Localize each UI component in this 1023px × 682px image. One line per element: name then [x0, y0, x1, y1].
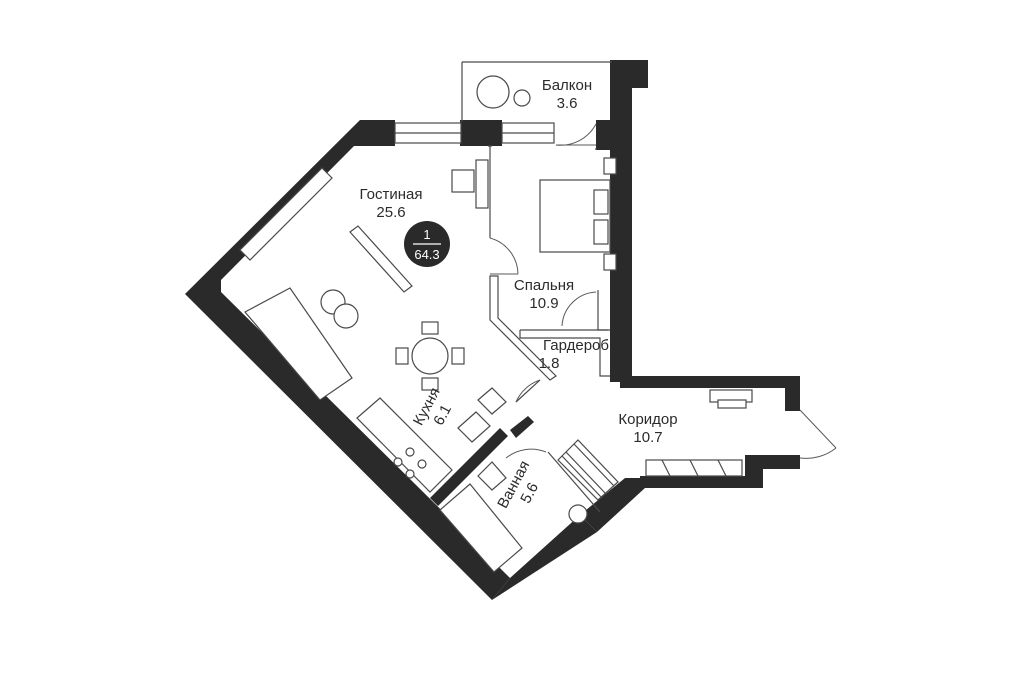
wardrobe-door: [561, 291, 597, 327]
top-wall-segment: [460, 120, 502, 146]
utility-shelf-icon: [557, 439, 619, 501]
total-area: 64.3: [414, 247, 439, 262]
balcony-door: [555, 123, 597, 146]
furniture: [244, 75, 753, 573]
pillow-icon-2: [593, 219, 609, 245]
balcony-stool-icon: [513, 89, 531, 107]
room-area-balcony: 3.6: [557, 95, 578, 112]
fridge-icon: [477, 387, 507, 415]
desk-chair-icon: [451, 169, 475, 193]
room-name-bedroom: Спальня: [514, 277, 574, 294]
room-area-living: 25.6: [376, 204, 405, 221]
entrance-door: [799, 409, 837, 459]
outer-wall-corridor-bottom: [580, 478, 645, 532]
room-area-wardrobe: 1.8: [539, 355, 560, 372]
pillow-icon: [593, 189, 609, 215]
dining-chair-icon: [395, 347, 409, 365]
rooms-count: 1: [423, 227, 430, 242]
balcony-right-post: [596, 120, 612, 150]
sofa-icon: [244, 287, 353, 401]
nightstand-icon-2: [603, 253, 617, 271]
stove-burner-icon: [417, 459, 427, 469]
room-area-bedroom: 10.9: [529, 295, 558, 312]
room-name-balcony: Балкон: [542, 77, 592, 94]
corridor-step-wall-2: [760, 455, 800, 469]
room-name-wardrobe: Гардероб: [543, 337, 609, 354]
corridor-bench-icon: [717, 399, 747, 409]
living-bedroom-partition: [488, 145, 492, 238]
bathroom-door: [505, 448, 547, 459]
pouf-icon-2: [333, 303, 359, 329]
kitchen-counter-icon: [356, 397, 453, 493]
window-living-diagonal: [239, 167, 333, 261]
sink-icon: [457, 411, 491, 443]
desk-icon: [475, 159, 489, 209]
stove-burner-icon: [405, 447, 415, 457]
dining-chair-icon: [421, 321, 439, 335]
outer-wall-bottom: [492, 515, 597, 600]
dining-table-icon: [411, 337, 449, 375]
toilet-icon: [568, 504, 588, 524]
dining-chair-icon: [451, 347, 465, 365]
bedroom-door: [489, 237, 519, 275]
balcony-chair-icon: [476, 75, 510, 109]
bath-sink-icon: [477, 461, 507, 491]
bedroom-right-wall: [610, 60, 632, 382]
stove-burner-icon: [393, 457, 403, 467]
bedroom-divider: [595, 148, 608, 331]
balcony-corner-wall: [610, 60, 648, 88]
nightstand-icon: [603, 157, 617, 175]
balcony-outline: [461, 61, 612, 122]
room-area-corridor: 10.7: [633, 429, 662, 446]
tv-stand-icon: [349, 225, 413, 293]
kitchen-lower-wall: [515, 379, 541, 403]
room-name-living: Гостиная: [360, 186, 423, 203]
unit-badge: 1 64.3: [404, 221, 450, 267]
room-name-corridor: Коридор: [618, 411, 677, 428]
dining-chair-icon: [421, 377, 439, 391]
bedroom-lower-wall: [489, 275, 557, 381]
kitchen-bath-wall: [430, 428, 508, 506]
stove-burner-icon: [405, 469, 415, 479]
corridor-step-wall: [745, 455, 763, 488]
kitchen-door: [515, 379, 541, 403]
corridor-top-wall: [620, 376, 800, 388]
bath-divider-wall: [510, 416, 534, 438]
wardrobe-wall: [519, 329, 610, 377]
bath-corridor-wall: [547, 451, 601, 513]
bathtub-icon: [439, 483, 523, 573]
corridor-bottom-wall: [640, 476, 760, 488]
